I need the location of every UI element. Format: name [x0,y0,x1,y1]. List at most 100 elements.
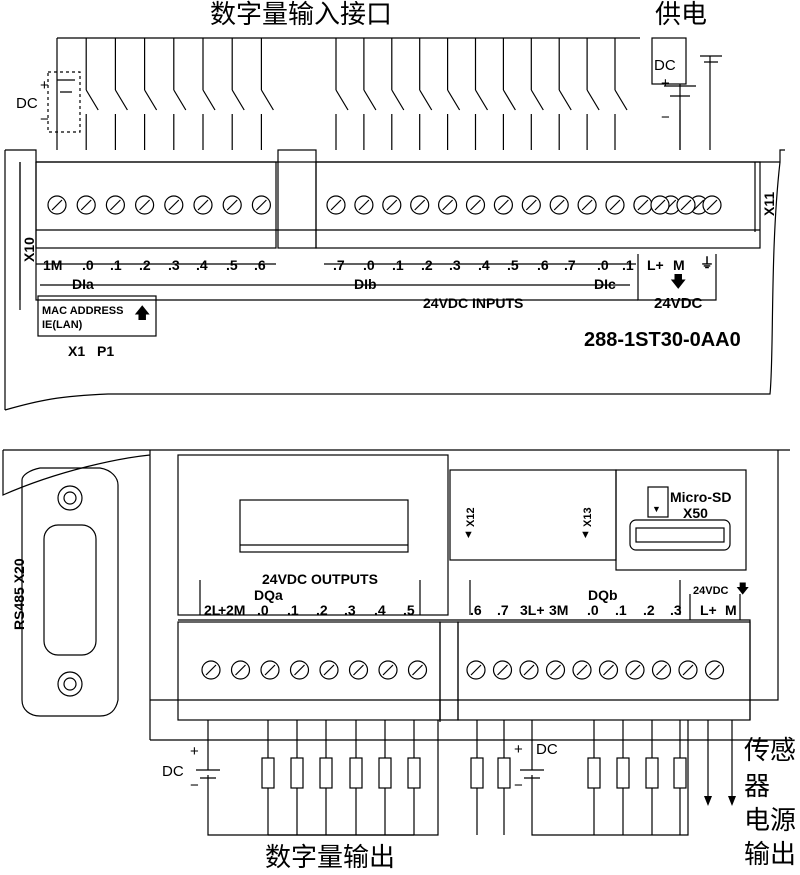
psu-dc-label: DC [654,57,676,74]
sensor-terminal-m: M [725,602,737,618]
output-terminal-label: .2 [316,602,328,618]
output-dc-left-minus: − [190,777,199,794]
group-dia: DIa [72,276,94,292]
input-switch-wire [231,38,245,150]
screw-slot [629,664,641,676]
input-switch-wire [260,38,274,150]
input-terminal-label: .3 [449,257,461,273]
output-terminal-label: .7 [497,602,509,618]
screw-slot [353,664,364,676]
x50-label: X50 [683,505,708,521]
screw-slot [226,199,238,211]
input-terminal-label: .7 [333,257,345,273]
output-terminal-label: 2L [204,602,221,618]
screw-slot [525,199,537,211]
dc-minus-sign: − [40,111,49,128]
screw-slot [680,199,692,211]
rs485-plate [21,467,119,717]
sensor-24vdc-label: 24VDC [693,585,729,597]
screw-slot [550,664,561,676]
screw-slot [412,664,423,676]
load-resistor [587,757,601,789]
outputs-label: 24VDC OUTPUTS [262,571,378,587]
screw-slot [603,664,614,676]
screw-slot [80,199,92,211]
input-terminal-label: 1M [43,257,63,273]
screw-slot [693,199,705,211]
output-terminal-block-2 [457,621,751,721]
screw-slot [382,664,394,676]
psu-minus-sign: − [661,109,670,126]
input-terminal-label: .2 [139,257,151,273]
output-terminal-label: .1 [287,602,299,618]
top-module-outline [4,149,785,411]
load-resistor [616,757,630,789]
screw-slot [109,199,121,211]
input-terminal-label: .5 [226,257,238,273]
output-terminal-label: 2M [226,602,246,618]
sensor-terminal-lplus: L+ [700,602,717,618]
load-resistor [319,757,333,789]
input-switch-wire [530,38,544,150]
screw-slot [414,199,426,211]
dc-plus-sign: + [40,77,49,94]
output-terminal-label: .4 [374,602,386,618]
screw-slot [470,664,482,676]
output-terminal-label: .3 [670,602,682,618]
output-terminal-label: .1 [615,602,627,618]
screw-slot [235,664,246,676]
screw-slot [609,199,621,211]
ie-lan-label: IE(LAN) [42,319,83,331]
load-resistor [673,757,687,789]
input-terminal-label: .0 [363,257,375,273]
output-dc-right-plus: + [514,741,523,758]
input-switch-wire [447,38,461,150]
mac-address-box [37,295,157,337]
x13-arrow-icon: ▼ [580,529,591,541]
input-switch-wire [586,38,600,150]
connector-x10: X10 [21,237,37,262]
power-label-24vdc: 24VDC [654,295,703,312]
output-dc-right-label: DC [536,741,558,758]
screw-slot [576,664,588,676]
screw-slot [553,199,565,211]
input-switch-wire [144,38,158,150]
output-terminal-label: .2 [643,602,655,618]
rs485-label: RS485 X20 [11,558,27,630]
load-resistor [261,757,275,789]
screw-slot [51,199,63,211]
screw-slot [294,664,305,676]
load-resistor [349,757,363,789]
input-switch-wire [419,38,433,150]
mac-address-label: MAC ADDRESS [42,305,124,317]
sensor-arrow-icon: 🡇 [736,581,750,596]
input-switch-wire [474,38,489,150]
input-terminal-label: .3 [168,257,180,273]
group-dic: DIc [594,276,616,292]
sensor-power-heading-1: 传感 [744,736,797,766]
screw-slot [523,664,535,676]
screw-slot [197,199,209,211]
input-terminal-label: .4 [196,257,208,273]
screw-slot [205,664,217,676]
output-terminal-label: 3L+ [520,602,545,618]
input-switch-wire [335,38,349,150]
input-terminal-label: .6 [254,257,266,273]
screw-slot [168,199,180,211]
sensor-output-arrow [728,796,736,806]
rs485-connector [43,524,97,656]
load-resistor [378,757,392,789]
sensor-power-heading-4: 输出 [744,840,797,870]
load-resistor [645,757,659,789]
input-switch-wire [85,38,99,150]
screw-slot [139,199,151,211]
part-number: 288-1ST30-0AA0 [584,329,741,351]
screw-slot [637,199,649,211]
group-dib: DIb [354,276,377,292]
input-terminal-label: .7 [564,257,576,273]
output-terminal-label: 3M [549,602,569,618]
output-terminal-label: + [218,602,227,618]
bottom-module-outline [2,449,790,741]
sensor-power-heading-3: 电源 [744,806,797,836]
output-terminal-label: .5 [403,602,415,618]
